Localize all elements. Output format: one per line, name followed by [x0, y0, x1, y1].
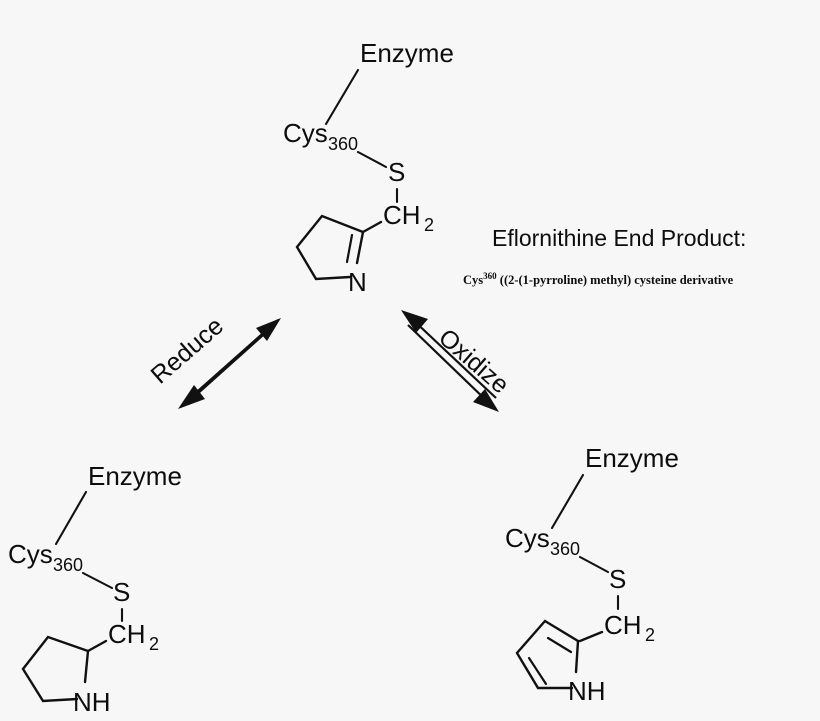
bottom-right-sulfur-label: S	[609, 564, 626, 594]
caption-subtitle: Cys360 ((2-(1-pyrroline) methyl) cystein…	[463, 271, 734, 287]
bottom-right-methylene-sub: 2	[645, 625, 655, 645]
bottom-left-enzyme-label: Enzyme	[88, 461, 182, 491]
bottom-right-c2-n-bond	[574, 639, 580, 674]
bottom-right-enzyme-label: Enzyme	[585, 443, 679, 473]
bottom-left-cys-s-bond	[81, 571, 114, 590]
top-ch2-ring-bond	[361, 220, 383, 234]
top-ring-nitrogen-label: N	[348, 267, 367, 297]
bottom-right-methylene-label: CH	[604, 610, 642, 640]
top-ring-skeleton	[295, 214, 365, 281]
oxidize-arrow-group: Oxidize	[401, 310, 514, 412]
reduce-arrow-line-up	[185, 326, 273, 405]
oxidize-arrow-head-down	[473, 389, 499, 412]
caption-title: Eflornithine End Product:	[492, 225, 746, 251]
bottom-right-c4c5-double-inner	[527, 656, 548, 686]
top-cys-s-bond	[356, 150, 388, 169]
bottom-left-sulfur-label: S	[113, 577, 130, 607]
bottom-right-residue-number: 360	[550, 539, 580, 559]
oxidize-arrow-head-up	[401, 310, 428, 333]
bottom-left-methylene-sub: 2	[149, 634, 159, 654]
bottom-right-residue-label: Cys	[505, 523, 550, 553]
caption-subtitle-rest: ((2-(1-pyrroline) methyl) cysteine deriv…	[497, 273, 734, 287]
bottom-left-residue-label: Cys	[8, 539, 53, 569]
top-residue-number: 360	[328, 134, 358, 154]
bottom-right-structure-group: Enzyme Cys 360 S CH 2 NH	[505, 443, 679, 706]
bottom-left-c2-n-bond	[83, 649, 90, 684]
top-enzyme-cys-bond	[324, 68, 360, 126]
bottom-left-methylene-label: CH	[108, 619, 146, 649]
caption-subtitle-superscript: 360	[483, 271, 497, 281]
top-cn-double-inner	[345, 233, 354, 264]
top-structure-group: Enzyme Cys 360 S CH 2 N	[283, 38, 454, 297]
bottom-left-structure-group: Enzyme Cys 360 S CH 2 NH	[8, 461, 182, 717]
bottom-right-ring-skeleton	[515, 619, 580, 690]
bottom-left-residue-number: 360	[53, 555, 83, 575]
reduce-arrow-group: Reduce	[146, 312, 281, 409]
oxidize-arrow-line-down	[407, 324, 491, 405]
top-cn-double-outer	[355, 230, 365, 265]
caption-group: Eflornithine End Product: Cys360 ((2-(1-…	[463, 225, 746, 287]
caption-subtitle-prefix: Cys	[463, 273, 483, 287]
bottom-right-enzyme-cys-bond	[550, 473, 585, 530]
bottom-right-ring-nitrogen-label: NH	[568, 676, 606, 706]
oxidize-arrow-line-up	[410, 317, 497, 399]
bottom-left-ch2-ring-bond	[86, 639, 108, 653]
top-enzyme-label: Enzyme	[360, 38, 454, 68]
bottom-right-ch2-ring-bond	[578, 630, 604, 643]
bottom-left-ring-skeleton	[21, 635, 90, 703]
bottom-left-ring-nitrogen-label: NH	[73, 687, 111, 717]
bottom-right-c2c3-double-inner	[546, 636, 573, 654]
reduce-arrow-head-down	[178, 385, 205, 409]
reduce-arrow-line-down	[189, 319, 279, 399]
top-sulfur-label: S	[388, 157, 405, 187]
top-residue-label: Cys	[283, 118, 328, 148]
top-methylene-label: CH	[383, 200, 421, 230]
bottom-left-enzyme-cys-bond	[54, 490, 88, 546]
top-methylene-sub: 2	[424, 215, 434, 235]
bottom-right-cys-s-bond	[578, 555, 610, 574]
